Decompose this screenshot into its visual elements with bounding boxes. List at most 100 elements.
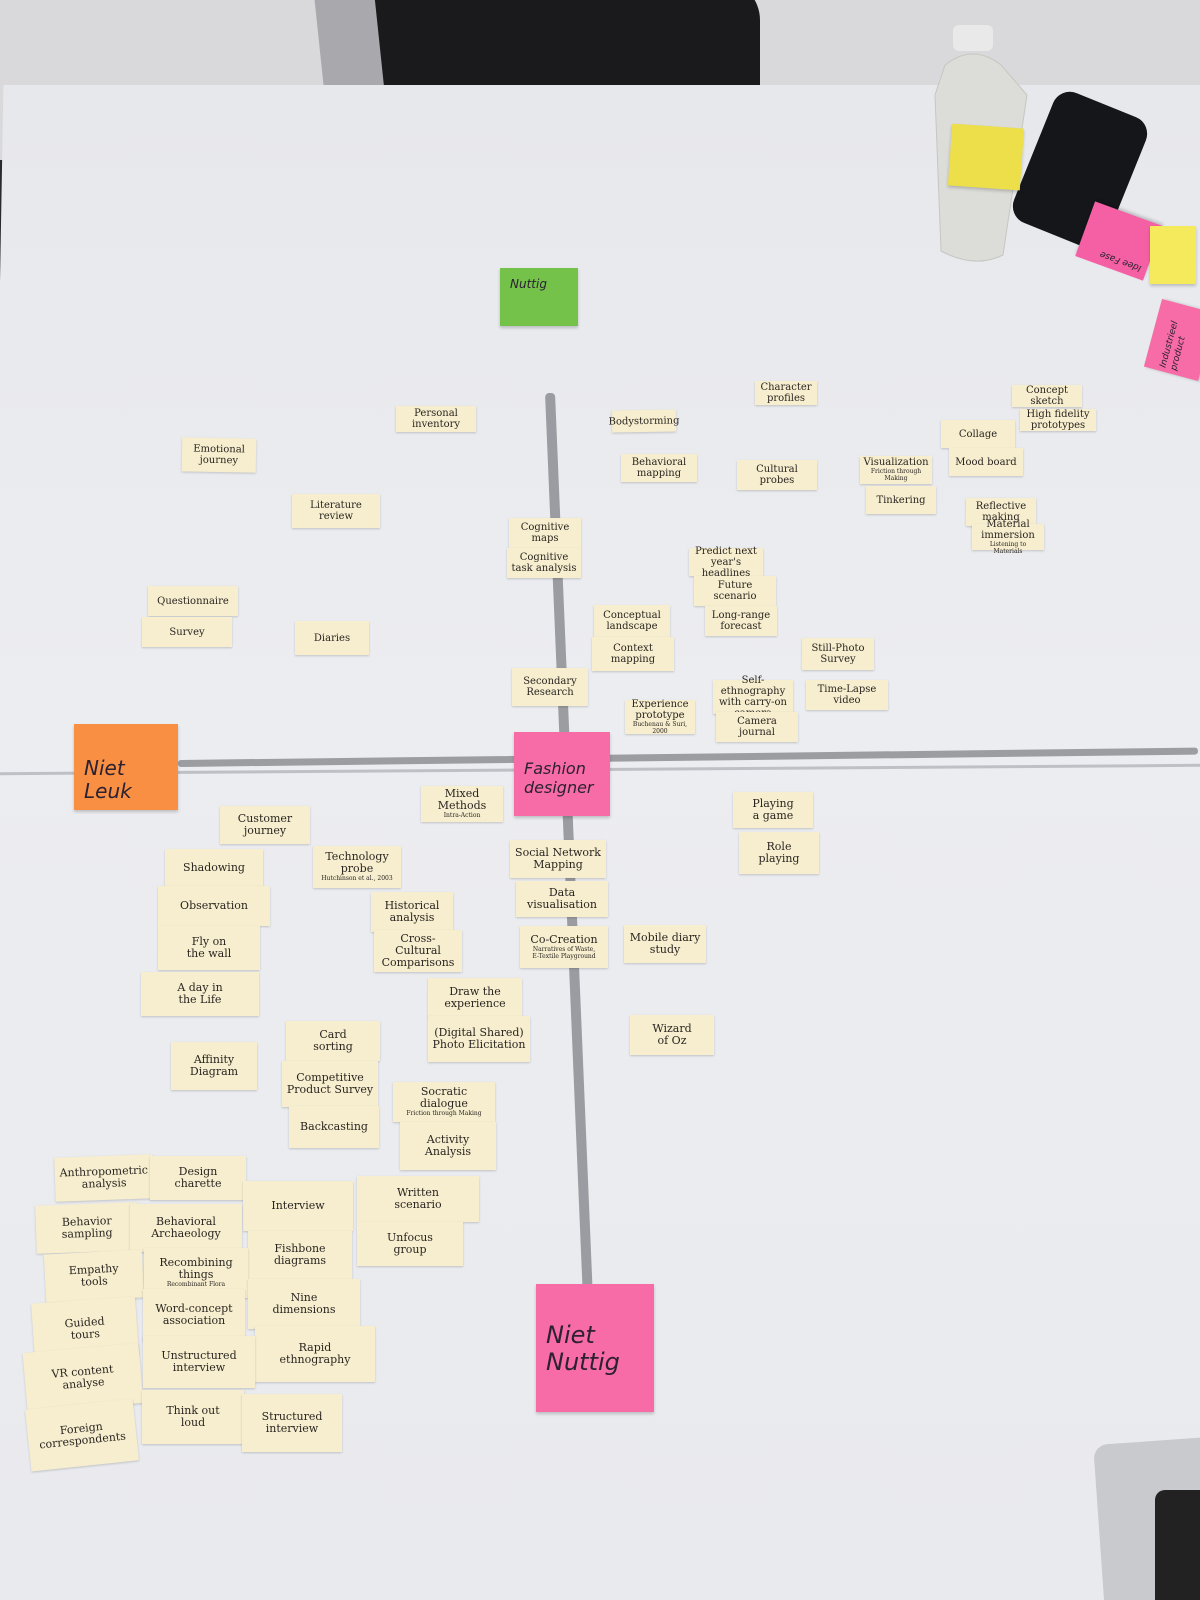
- method-card-title: Unstructured interview: [161, 1348, 237, 1374]
- method-card: (Digital Shared) Photo Elicitation: [428, 1016, 530, 1062]
- method-card-title: Backcasting: [300, 1119, 368, 1133]
- sticky-note-bottom-text: Niet Nuttig: [546, 1320, 620, 1377]
- method-card-title: Concept sketch: [1025, 385, 1069, 407]
- method-card-title: Think out loud: [166, 1403, 220, 1429]
- method-card-title: Material immersion: [981, 518, 1035, 541]
- method-card-title: Socratic dialogue: [420, 1085, 468, 1111]
- method-card-title: Diaries: [313, 632, 351, 644]
- method-card: Wizard of Oz: [630, 1015, 714, 1055]
- method-card-subtitle: Narratives of Waste, E-Textile Playgroun…: [532, 945, 596, 960]
- method-card-title: Competitive Product Survey: [286, 1070, 374, 1096]
- method-card: Still-Photo Survey: [802, 638, 874, 670]
- method-card: Collage: [941, 420, 1015, 448]
- method-card-title: Fly on the wall: [186, 934, 232, 960]
- method-card-title: Activity Analysis: [424, 1132, 472, 1158]
- method-card: Secondary Research: [512, 668, 588, 706]
- method-card: Questionnaire: [148, 586, 238, 616]
- method-card: Backcasting: [289, 1106, 379, 1148]
- method-card: Think out loud: [142, 1390, 244, 1444]
- method-card-title: Experience prototype: [631, 698, 689, 721]
- sticky-note-yellow-corner: [1150, 226, 1196, 284]
- method-card-title: Mobile diary study: [629, 930, 701, 956]
- method-card: Cultural probes: [737, 460, 817, 490]
- method-card: Personal inventory: [396, 406, 476, 432]
- method-card: Emotional journey: [181, 437, 257, 473]
- method-card: Bodystorming: [608, 409, 680, 433]
- method-card-title: Collage: [958, 428, 998, 440]
- method-card: Activity Analysis: [400, 1122, 496, 1170]
- sticky-note-right-edge-text: Industrieel product: [1158, 320, 1188, 372]
- method-card: Observation: [158, 886, 270, 926]
- sticky-note-left-text: Niet Leuk: [84, 756, 132, 803]
- method-card-title: Anthropometric analysis: [59, 1163, 149, 1191]
- method-card-title: Co-Creation: [530, 932, 598, 946]
- method-card: Foreign correspondents: [25, 1398, 139, 1472]
- method-card-title: Guided tours: [64, 1314, 105, 1342]
- method-card-title: Cognitive task analysis: [511, 552, 577, 574]
- method-card: Rapid ethnography: [255, 1326, 375, 1382]
- method-card: High fidelity prototypes: [1020, 409, 1096, 431]
- method-card: Cognitive task analysis: [507, 548, 581, 578]
- method-card: Social Network Mapping: [510, 840, 606, 878]
- method-card: Unstructured interview: [143, 1336, 255, 1388]
- method-card: Fly on the wall: [158, 926, 260, 970]
- method-card: A day in the Life: [141, 972, 259, 1016]
- method-card-title: Long-range forecast: [711, 610, 771, 632]
- method-card-title: Camera journal: [737, 716, 777, 738]
- method-card-title: Design charette: [174, 1164, 222, 1190]
- method-card-title: Character profiles: [760, 382, 812, 404]
- method-card-title: Time-Lapse video: [817, 684, 877, 706]
- method-card: Historical analysis: [371, 892, 453, 932]
- method-card-title: Cognitive maps: [520, 522, 570, 544]
- method-card: Customer journey: [220, 806, 310, 844]
- method-card-title: Foreign correspondents: [38, 1419, 127, 1452]
- method-card: Long-range forecast: [705, 606, 777, 636]
- method-card: Tinkering: [866, 486, 936, 514]
- method-card-title: (Digital Shared) Photo Elicitation: [432, 1025, 526, 1051]
- sticky-note-bottom: Niet Nuttig: [536, 1284, 654, 1412]
- method-card: Character profiles: [755, 381, 817, 405]
- method-card: Data visualisation: [516, 881, 608, 917]
- method-card-title: Behavior sampling: [61, 1214, 113, 1241]
- method-card: Self-ethnography with carry-on camera: [713, 675, 793, 719]
- method-card: Card sorting: [286, 1021, 380, 1061]
- method-card-title: Fishbone diagrams: [273, 1241, 327, 1267]
- method-card-subtitle: Friction through Making: [406, 1110, 482, 1118]
- method-card: Context mapping: [592, 637, 674, 671]
- sticky-note-center: Fashion designer: [514, 732, 610, 816]
- method-card-title: Personal inventory: [411, 408, 461, 430]
- method-card: Reflective making: [966, 498, 1036, 526]
- sticky-note-yellow-top: [947, 123, 1025, 191]
- method-card-title: Data visualisation: [527, 885, 597, 911]
- method-card: Future scenario: [694, 576, 776, 606]
- method-card: Affinity Diagram: [171, 1042, 257, 1090]
- method-card-title: Still-Photo Survey: [811, 643, 865, 665]
- method-card: Competitive Product Survey: [282, 1061, 378, 1107]
- method-card-title: Reflective making: [975, 501, 1027, 523]
- method-card-title: Future scenario: [713, 580, 757, 602]
- method-card-subtitle: Friction through Making: [870, 468, 922, 482]
- method-card-title: Cultural probes: [756, 464, 798, 486]
- method-card: Draw the experience: [428, 978, 522, 1018]
- method-card-title: Emotional journey: [193, 443, 246, 467]
- method-card-title: Structured interview: [261, 1409, 323, 1435]
- method-card-subtitle: Buchenau & Suri, 2000: [632, 720, 688, 735]
- method-card-title: Context mapping: [610, 643, 656, 665]
- method-card: Interview: [243, 1181, 353, 1231]
- method-card-subtitle: Intra-Action: [443, 812, 481, 820]
- laptop-screen: [1155, 1490, 1200, 1600]
- sticky-note-center-text: Fashion designer: [524, 759, 594, 797]
- method-card-title: VR content analyse: [50, 1362, 114, 1392]
- method-card-title: Draw the experience: [444, 984, 506, 1010]
- method-card: Camera journal: [716, 712, 798, 742]
- method-card-title: Social Network Mapping: [515, 845, 601, 871]
- method-card: Concept sketch: [1012, 385, 1082, 407]
- method-card-title: Secondary Research: [523, 676, 577, 698]
- method-card: Unfocus group: [357, 1222, 463, 1266]
- method-card-title: Bodystorming: [608, 414, 680, 428]
- method-card: Literature review: [292, 494, 380, 528]
- method-card-title: Nine dimensions: [272, 1290, 336, 1316]
- method-card-title: Technology probe: [325, 850, 389, 876]
